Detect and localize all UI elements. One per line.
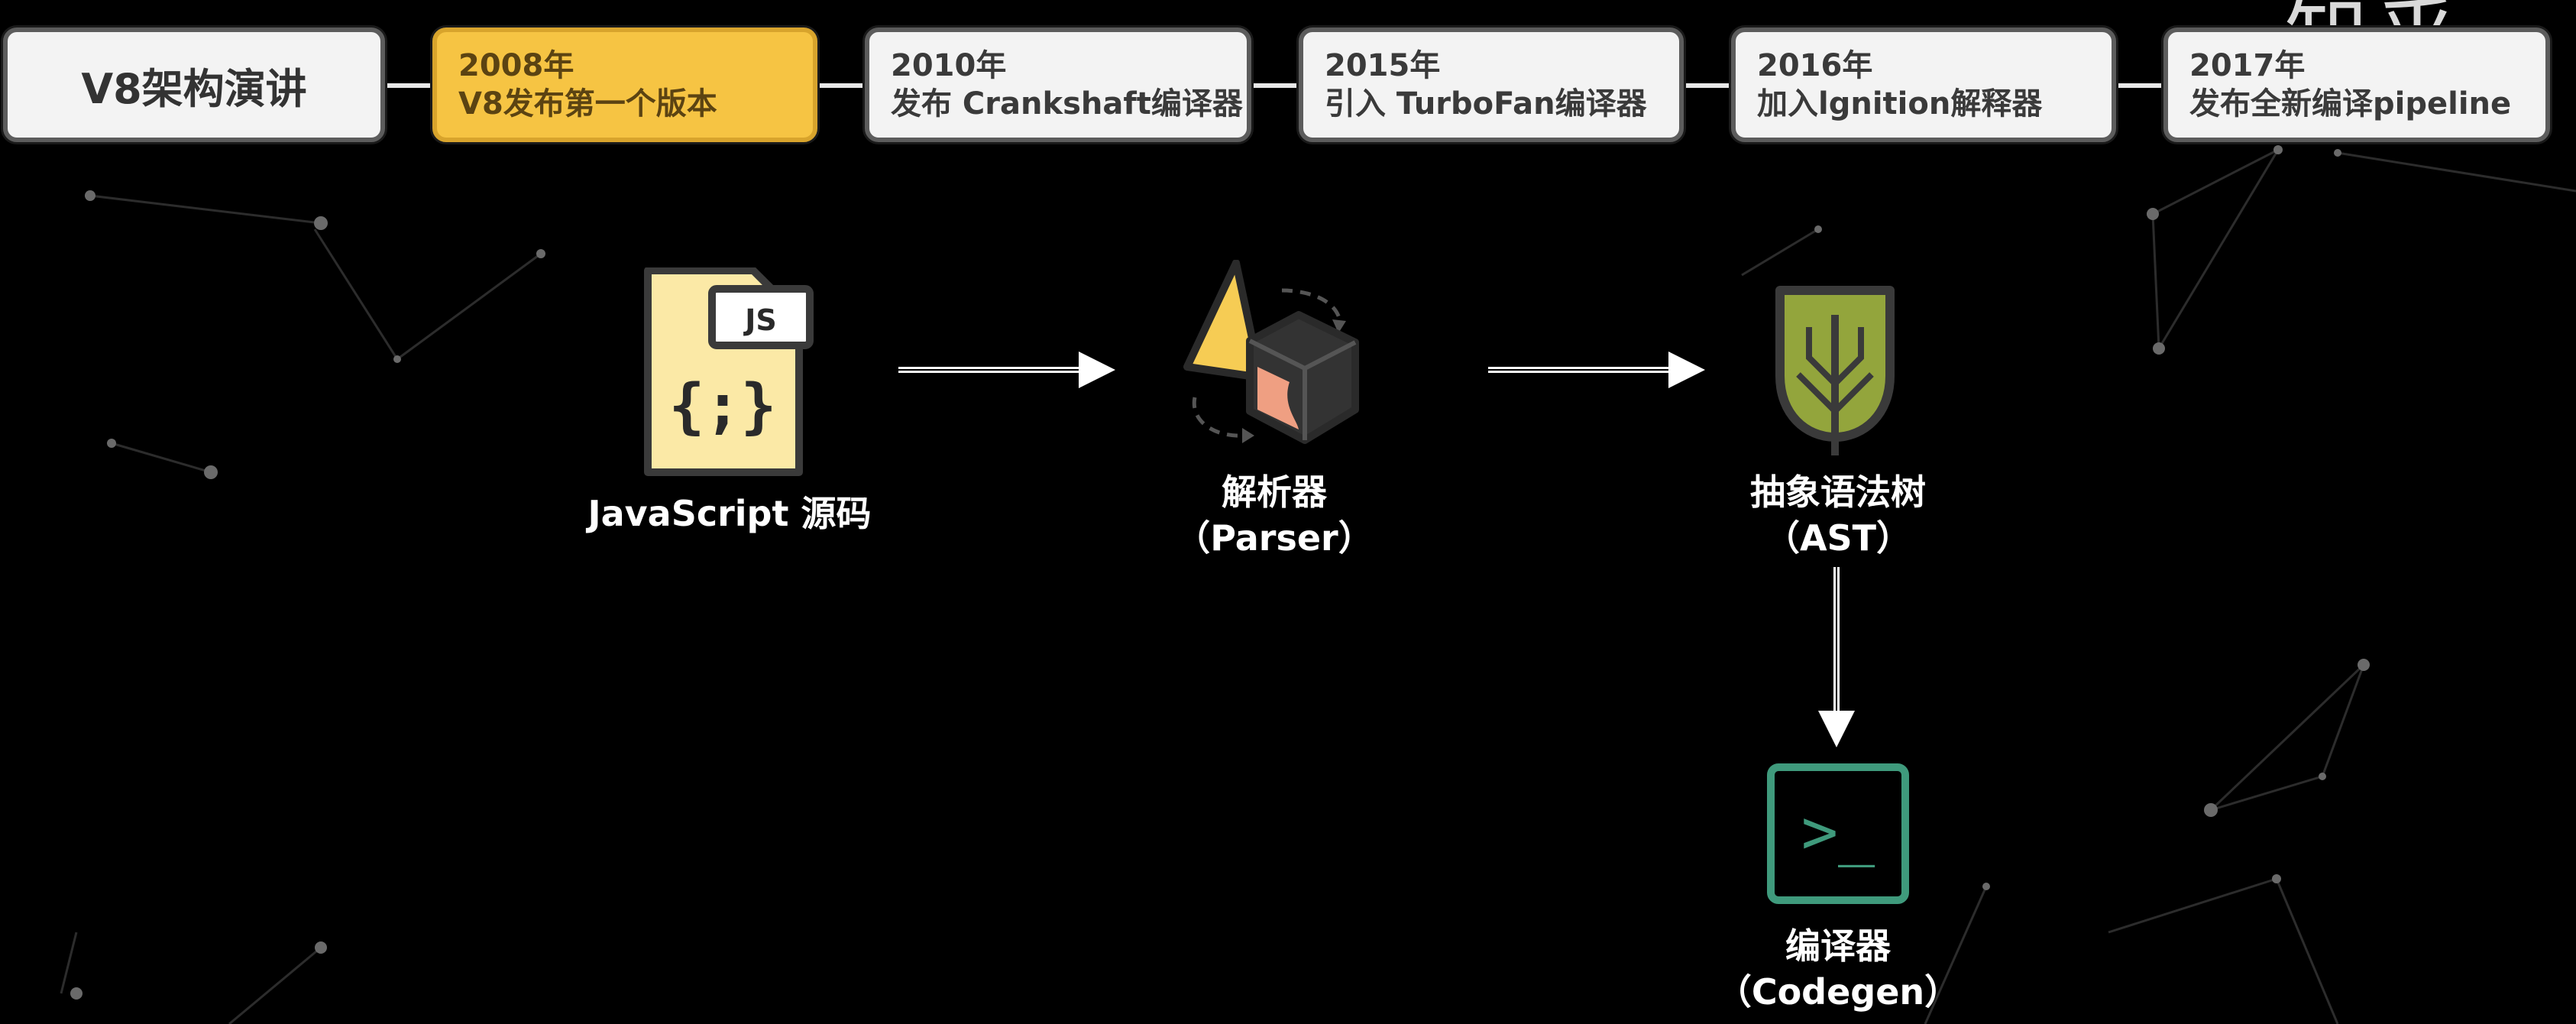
ast-label: 抽象语法树 （AST） [1685, 469, 1991, 561]
source-label-text: JavaScript 源码 [587, 493, 872, 534]
timeline-event-year: 2017年 [2189, 48, 2306, 83]
timeline-event-year: 2015年 [1325, 48, 1441, 83]
timeline-event-year: 2016年 [1757, 48, 1873, 83]
ast-label-line2: （AST） [1764, 517, 1912, 559]
timeline-connector [382, 83, 435, 88]
parser-label-line2: （Parser） [1175, 517, 1374, 559]
arrow-right [1488, 352, 1705, 388]
timeline-event-desc: 引入 TurboFan编译器 [1325, 86, 1647, 122]
timeline-event-2015: 2015年 引入 TurboFan编译器 [1299, 28, 1684, 142]
codegen-label-line2: （Codegen） [1716, 971, 1960, 1013]
timeline-event-desc: 加入lgnition解释器 [1757, 86, 2043, 122]
js-badge-text: JS [743, 303, 777, 337]
timeline-event-year: 2010年 [891, 48, 1007, 83]
terminal-prompt-glyph: >_ [1801, 796, 1875, 867]
timeline-event-desc: V8发布第一个版本 [458, 86, 717, 122]
timeline-title: V8架构演讲 [3, 28, 385, 142]
timeline-event-desc: 发布 Crankshaft编译器 [891, 86, 1243, 122]
timeline-connector [1681, 83, 1734, 88]
parser-shapes-icon [1183, 260, 1359, 444]
timeline-title-text: V8架构演讲 [81, 64, 307, 113]
js-code-glyph: {;} [669, 372, 777, 441]
codegen-label-line1: 编译器 [1785, 925, 1891, 967]
terminal-icon: >_ [1767, 763, 1909, 904]
parser-label: 解析器 （Parser） [1121, 469, 1427, 561]
timeline-event-year: 2008年 [458, 48, 574, 83]
arrow-right [898, 352, 1115, 388]
js-file-icon: JS {;} [644, 267, 814, 476]
timeline-event-2008: 2008年 V8发布第一个版本 [432, 28, 817, 142]
timeline-connector [2113, 83, 2167, 88]
parser-label-line1: 解析器 [1222, 471, 1327, 513]
timeline-event-2017: 2017年 发布全新编译pipeline [2163, 28, 2550, 142]
timeline-event-desc: 发布全新编译pipeline [2189, 86, 2512, 122]
codegen-label: 编译器 （Codegen） [1685, 923, 1991, 1015]
ast-label-line1: 抽象语法树 [1750, 471, 1926, 513]
arrow-down [1818, 567, 1855, 747]
timeline-event-2010: 2010年 发布 Crankshaft编译器 [865, 28, 1251, 142]
timeline-connector [1248, 83, 1302, 88]
timeline-connector [814, 83, 868, 88]
tree-icon [1775, 286, 1895, 455]
timeline-event-2016: 2016年 加入lgnition解释器 [1731, 28, 2116, 142]
source-label: JavaScript 源码 [542, 491, 917, 536]
